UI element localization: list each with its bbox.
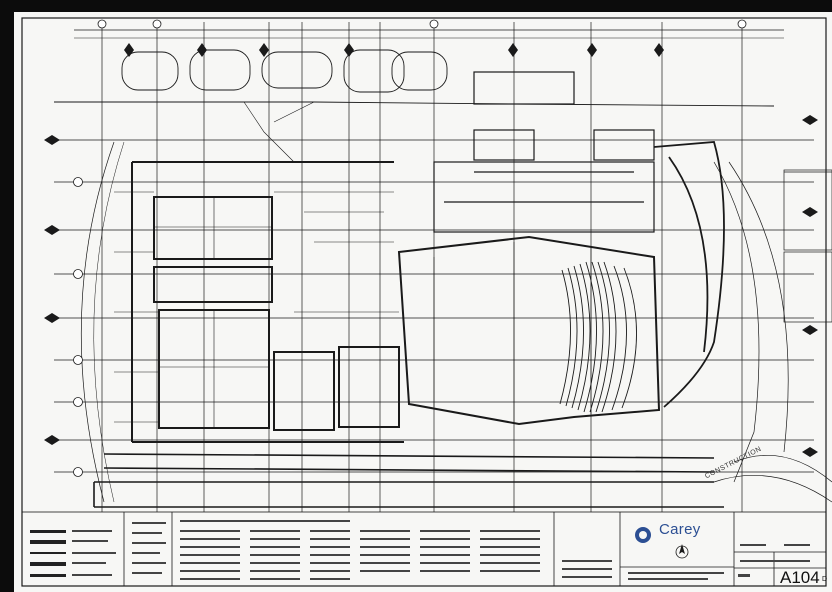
logo-icon bbox=[635, 527, 651, 543]
floor-plan bbox=[21, 17, 832, 587]
sheet-number: A104 bbox=[780, 568, 820, 587]
section-marker-icon bbox=[44, 225, 60, 235]
section-markers bbox=[44, 43, 818, 457]
grid-bubble-icon bbox=[73, 355, 83, 365]
section-marker-icon bbox=[344, 43, 354, 57]
legend-swatches bbox=[30, 530, 66, 577]
section-marker-icon bbox=[508, 43, 518, 57]
grid-bubble-icon bbox=[152, 19, 162, 29]
grid-bubble-icon bbox=[737, 19, 747, 29]
left-wing-walls bbox=[131, 161, 404, 443]
section-marker-icon bbox=[802, 325, 818, 335]
section-marker-icon bbox=[259, 43, 269, 57]
grid-bubble-icon bbox=[97, 19, 107, 29]
section-marker-icon bbox=[44, 435, 60, 445]
grid-bubble-icon bbox=[73, 397, 83, 407]
seating-rows bbox=[559, 261, 637, 413]
section-marker-icon bbox=[124, 43, 134, 57]
drawing-sheet: Carey CONSTRUCTION A104 D bbox=[14, 12, 832, 592]
grid-bubble-icon bbox=[73, 467, 83, 477]
schedule-block bbox=[21, 511, 827, 587]
auditorium-details bbox=[433, 242, 592, 422]
west-site-boundary bbox=[80, 141, 115, 503]
south-corridor bbox=[93, 453, 724, 508]
north-arrow-icon bbox=[675, 544, 689, 559]
section-marker-icon bbox=[802, 207, 818, 217]
section-marker-icon bbox=[587, 43, 597, 57]
grid-bubble-icon bbox=[73, 177, 83, 187]
section-marker-icon bbox=[802, 115, 818, 125]
north-rooms bbox=[433, 71, 655, 233]
left-wing-details bbox=[114, 101, 399, 428]
section-marker-icon bbox=[197, 43, 207, 57]
section-marker-icon bbox=[654, 43, 664, 57]
grid-bubble-icon bbox=[429, 19, 439, 29]
section-marker-icon bbox=[44, 135, 60, 145]
sheet-revision: D bbox=[822, 576, 828, 583]
company-logo-text: Carey bbox=[659, 521, 701, 538]
grid-bubbles bbox=[73, 19, 747, 477]
east-site bbox=[713, 161, 832, 503]
grid-bubble-icon bbox=[73, 269, 83, 279]
auditorium-walls bbox=[397, 235, 661, 426]
east-facade bbox=[653, 141, 725, 408]
section-marker-icon bbox=[44, 313, 60, 323]
schedule-rows bbox=[72, 520, 810, 580]
section-marker-icon bbox=[802, 447, 818, 457]
parking-bays bbox=[54, 49, 775, 107]
